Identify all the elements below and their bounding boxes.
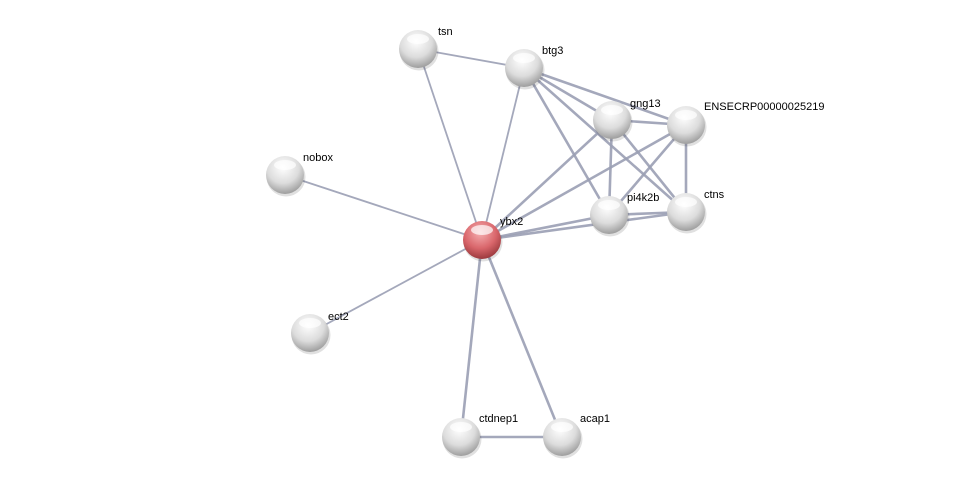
node-label: gng13	[630, 98, 661, 110]
node-highlight	[299, 318, 321, 328]
node-highlight	[471, 225, 493, 235]
edge-tsn-ybx2[interactable]	[417, 48, 483, 241]
edge-gng13-ctns[interactable]	[610, 119, 688, 213]
edge-btg3-ctns[interactable]	[523, 67, 687, 213]
node-highlight	[450, 422, 472, 432]
node-label: ect2	[328, 311, 349, 323]
node-ense[interactable]: ENSECRP00000025219	[667, 101, 824, 147]
node-ect2[interactable]: ect2	[291, 311, 349, 355]
edge-ense-ybx2[interactable]	[481, 123, 687, 242]
node-ctns[interactable]: ctns	[667, 189, 725, 234]
edge-ybx2-ctdnep1[interactable]	[459, 239, 484, 438]
edge-ect2-ybx2[interactable]	[309, 239, 483, 334]
node-highlight	[675, 110, 697, 120]
node-ybx2[interactable]: ybx2	[463, 216, 523, 262]
node-acap1[interactable]: acap1	[543, 413, 610, 459]
edge-ctns-ybx2[interactable]	[481, 210, 687, 242]
node-label: acap1	[580, 413, 610, 425]
node-highlight	[551, 422, 573, 432]
node-label: ENSECRP00000025219	[704, 101, 824, 113]
node-tsn[interactable]: tsn	[399, 26, 453, 71]
node-btg3[interactable]: btg3	[505, 45, 563, 90]
edge-nobox-ybx2[interactable]	[284, 174, 483, 241]
edge-gng13-ybx2[interactable]	[481, 119, 613, 241]
node-label: pi4k2b	[627, 192, 659, 204]
node-highlight	[675, 197, 697, 207]
node-label: btg3	[542, 45, 563, 57]
edge-ense-pi4k2b[interactable]	[608, 124, 687, 216]
node-highlight	[274, 160, 296, 170]
node-gng13[interactable]: gng13	[593, 98, 661, 142]
node-highlight	[601, 105, 623, 115]
node-highlight	[513, 53, 535, 63]
node-label: ctns	[704, 189, 725, 201]
node-ctdnep1[interactable]: ctdnep1	[442, 413, 518, 459]
node-label: tsn	[438, 26, 453, 38]
edge-btg3-pi4k2b[interactable]	[522, 67, 611, 216]
edge-ybx2-acap1[interactable]	[480, 239, 564, 438]
node-pi4k2b[interactable]: pi4k2b	[590, 192, 659, 237]
node-highlight	[598, 200, 620, 210]
edge-btg3-ense[interactable]	[523, 66, 687, 127]
node-label: ybx2	[500, 216, 523, 228]
node-nobox[interactable]: nobox	[266, 152, 333, 197]
node-highlight	[407, 34, 429, 44]
edge-btg3-ybx2[interactable]	[481, 67, 525, 241]
node-label: ctdnep1	[479, 413, 518, 425]
node-label: nobox	[303, 152, 333, 164]
